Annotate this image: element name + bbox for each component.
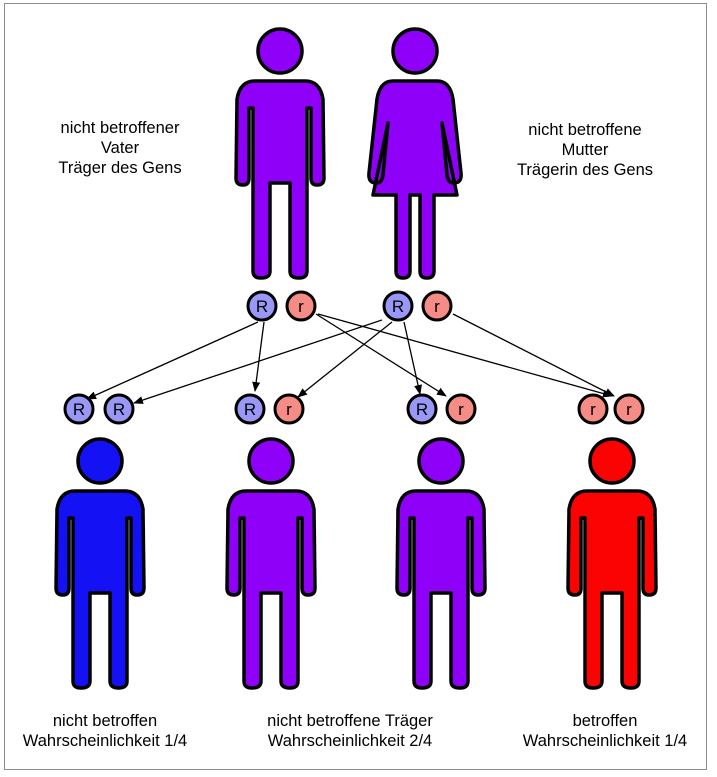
child-1-allele-1-letter: R: [73, 400, 85, 419]
child-4-allele-2: r: [613, 393, 645, 425]
father-label-line-3: Träger des Gens: [58, 159, 182, 177]
outcome-carrier-probability: Wahrscheinlichkeit 2/4: [267, 732, 433, 750]
mother-label-line-1: nicht betroffene: [528, 121, 642, 139]
outcome-affected-line-1: betroffen: [572, 712, 638, 730]
mother-female-figure-icon: [367, 27, 463, 280]
mother-allele-1-letter: R: [392, 297, 404, 316]
mother-label-line-3: Trägerin des Gens: [516, 161, 654, 179]
child-4-male-figure-icon: [566, 437, 658, 690]
father-label: nicht betroffener Vater Träger des Gens: [40, 118, 200, 178]
child-1-allele-2: R: [103, 393, 135, 425]
inheritance-arrow-3: [252, 321, 265, 392]
father-allele-2: r: [285, 290, 317, 322]
mother-allele-1: R: [382, 290, 414, 322]
father-label-line-2: Vater: [100, 139, 140, 157]
mother-label: nicht betroffene Mutter Trägerin des Gen…: [505, 120, 665, 180]
father-male-figure-icon: [234, 27, 326, 280]
outcome-carrier-label: nicht betroffene Träger Wahrscheinlichke…: [240, 711, 460, 751]
child-2-allele-1-letter: R: [244, 400, 256, 419]
mother-allele-2-letter: r: [434, 297, 440, 316]
mother-label-line-2: Mutter: [561, 141, 609, 159]
child-1-male-figure-icon: [54, 437, 146, 690]
inheritance-arrow-6: [403, 321, 422, 395]
child-3-allele-2-letter: r: [458, 400, 464, 419]
child-3-male-figure-icon: [395, 437, 487, 690]
father-label-line-1: nicht betroffener: [60, 119, 180, 137]
outcome-affected-label: betroffen Wahrscheinlichkeit 1/4: [505, 711, 705, 751]
inheritance-arrow-1: [86, 321, 259, 400]
diagram-frame: [4, 3, 707, 770]
child-1-allele-1: R: [63, 393, 95, 425]
outcome-carrier-line-1: nicht betroffene Träger: [267, 712, 433, 730]
outcome-unaffected-line-1: nicht betroffen: [52, 712, 158, 730]
inheritance-arrow-2: [133, 319, 383, 404]
outcome-unaffected-probability: Wahrscheinlichkeit 1/4: [22, 732, 188, 750]
child-3-allele-2: r: [445, 393, 477, 425]
father-allele-1-letter: R: [256, 297, 268, 316]
inheritance-arrow-7: [317, 313, 613, 398]
child-4-allele-1-letter: r: [590, 400, 596, 419]
inheritance-arrow-8: [452, 313, 615, 397]
father-allele-1: R: [246, 290, 278, 322]
child-1-allele-2-letter: R: [113, 400, 125, 419]
mother-allele-2: r: [421, 290, 453, 322]
father-allele-2-letter: r: [298, 297, 304, 316]
child-4-allele-1: r: [577, 393, 609, 425]
child-2-allele-2-letter: r: [286, 400, 292, 419]
outcome-affected-probability: Wahrscheinlichkeit 1/4: [522, 732, 688, 750]
child-3-allele-1-letter: R: [416, 400, 428, 419]
inheritance-arrow-5: [315, 313, 447, 397]
inheritance-arrow-4: [297, 321, 393, 398]
child-4-allele-2-letter: r: [626, 400, 632, 419]
child-2-allele-2: r: [273, 393, 305, 425]
outcome-unaffected-label: nicht betroffen Wahrscheinlichkeit 1/4: [5, 711, 205, 751]
child-3-allele-1: R: [406, 393, 438, 425]
child-2-allele-1: R: [234, 393, 266, 425]
child-2-male-figure-icon: [225, 437, 317, 690]
